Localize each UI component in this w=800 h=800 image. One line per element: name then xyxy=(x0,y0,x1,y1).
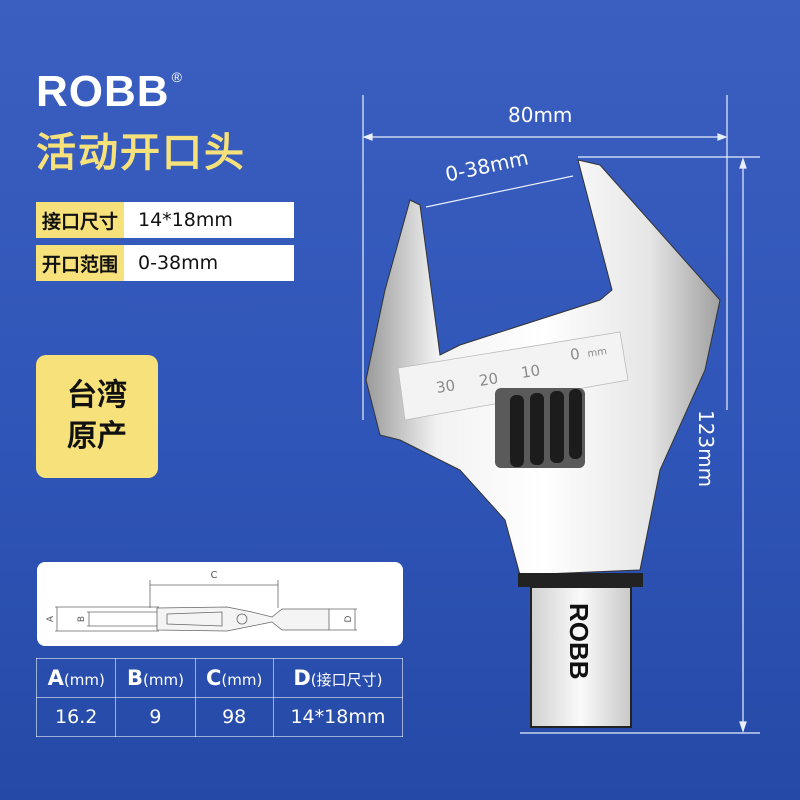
spec-label: 开口范围 xyxy=(36,245,124,281)
header-letter: B xyxy=(126,666,143,690)
dim-a-label: A xyxy=(46,615,56,622)
scale-mark: 20 xyxy=(478,369,500,390)
scale-mark: 10 xyxy=(520,361,542,382)
header-unit: (接口尺寸) xyxy=(310,671,383,689)
spec-value: 0-38mm xyxy=(124,245,294,281)
header-unit: (mm) xyxy=(143,671,184,689)
badge-line: 台湾 xyxy=(67,378,127,413)
dim-d-label: D xyxy=(344,615,354,622)
spec-row-opening: 开口范围 0-38mm xyxy=(36,245,294,281)
value-cell: 98 xyxy=(194,697,274,737)
dimension-table: A(mm) B(mm) C(mm) D(接口尺寸) 16.2 9 98 14*1… xyxy=(35,658,404,737)
table-header-row: A(mm) B(mm) C(mm) D(接口尺寸) xyxy=(35,658,404,698)
value-cell: 16.2 xyxy=(35,697,117,737)
scale-marks: 30 20 10 0 mm xyxy=(435,345,608,397)
table-row: 16.2 9 98 14*18mm xyxy=(35,697,404,737)
dim-b-label: B xyxy=(77,616,87,622)
height-dimension: 123mm xyxy=(694,410,718,488)
wrench-side-drawing: C A B D xyxy=(46,570,357,632)
header-cell: D(接口尺寸) xyxy=(272,658,404,698)
scale-unit: mm xyxy=(587,346,608,360)
spec-row-interface: 接口尺寸 14*18mm xyxy=(36,202,294,238)
value-cell: 14*18mm xyxy=(272,697,404,737)
header-cell: C(mm) xyxy=(194,658,274,698)
spec-value: 14*18mm xyxy=(124,202,294,238)
dim-c-label: C xyxy=(211,570,218,581)
origin-badge: 台湾 原产 xyxy=(36,355,158,478)
header-letter: A xyxy=(47,666,64,690)
side-view-diagram: C A B D xyxy=(37,562,403,646)
header-letter: D xyxy=(293,666,311,690)
header-letter: C xyxy=(205,666,222,690)
brand-logo: ROBB® xyxy=(36,70,183,114)
header-unit: (mm) xyxy=(221,671,263,689)
badge-line: 原产 xyxy=(67,418,127,454)
header-unit: (mm) xyxy=(63,671,105,689)
width-dimension: 80mm xyxy=(508,103,573,127)
brand-name: ROBB xyxy=(36,67,170,116)
scale-mark: 0 xyxy=(569,345,581,364)
dimension-lines xyxy=(362,95,760,734)
value-cell: 9 xyxy=(115,697,196,737)
product-title: 活动开口头 xyxy=(36,130,246,176)
spec-label: 接口尺寸 xyxy=(36,202,124,238)
shank-logo: ROBB xyxy=(564,603,594,680)
registered-mark: ® xyxy=(171,69,183,85)
header-cell: B(mm) xyxy=(115,658,196,698)
scale-mark: 30 xyxy=(435,376,457,397)
